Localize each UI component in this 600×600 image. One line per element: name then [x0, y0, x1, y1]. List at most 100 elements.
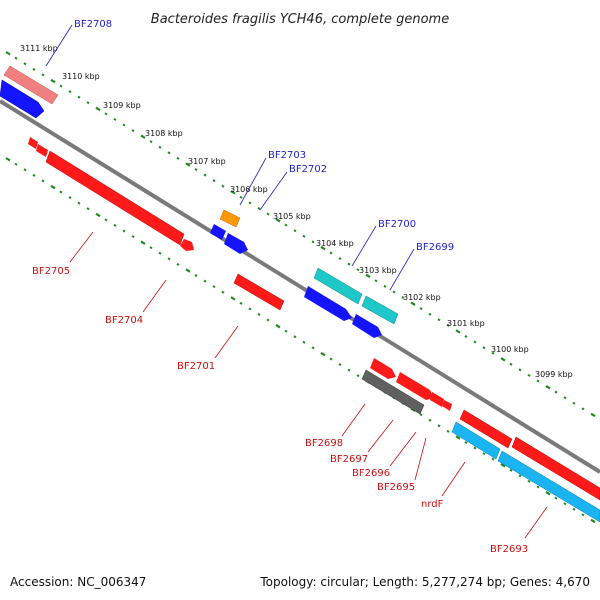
- tick-mark: [590, 412, 596, 418]
- tick-mark: [221, 184, 225, 188]
- gene-bf2700[interactable]: [313, 267, 363, 305]
- tick-mark: [446, 429, 450, 433]
- tick-mark: [131, 235, 135, 239]
- tick-mark: [338, 257, 342, 261]
- tick-mark: [374, 279, 378, 283]
- tick-mark: [536, 485, 540, 489]
- tick-mark: [68, 196, 72, 200]
- tick-mark: [275, 324, 281, 329]
- tick-mark: [113, 223, 117, 227]
- gene-feature-red[interactable]: [370, 358, 396, 379]
- label-bf2699[interactable]: BF2699: [416, 242, 454, 253]
- label-bf2693[interactable]: BF2693: [490, 544, 528, 555]
- gene-feature-blue[interactable]: [304, 286, 352, 321]
- tick-mark: [500, 357, 506, 362]
- gene-bf2693[interactable]: [497, 450, 600, 523]
- tick-mark: [446, 323, 450, 327]
- gene-feature-red[interactable]: [28, 137, 38, 149]
- gene-nrdf[interactable]: [451, 421, 501, 460]
- tick-mark: [248, 201, 252, 205]
- tick-mark: [293, 229, 297, 233]
- tick-mark: [320, 245, 326, 251]
- gene-feature-red[interactable]: [36, 144, 48, 157]
- tick-mark: [500, 463, 506, 468]
- tick-label: 3100 kbp: [491, 345, 529, 354]
- tick-mark: [41, 73, 45, 77]
- gene-feature-red[interactable]: [430, 392, 444, 407]
- tick-mark: [545, 490, 551, 496]
- tick-mark: [41, 179, 45, 183]
- tick-mark: [428, 418, 432, 422]
- tick-mark: [275, 218, 281, 223]
- tick-mark: [482, 452, 486, 456]
- tick-mark: [590, 518, 596, 524]
- tick-mark: [32, 67, 36, 71]
- tick-mark: [122, 229, 126, 233]
- tick-mark: [473, 446, 477, 450]
- gene-bf2705[interactable]: [45, 150, 185, 246]
- tick-mark: [14, 56, 18, 60]
- tick-mark: [329, 251, 333, 255]
- tick-mark: [509, 362, 513, 366]
- tick-mark: [302, 340, 306, 344]
- label-bf2708[interactable]: BF2708: [74, 19, 112, 30]
- tick-label: 3099 kbp: [535, 370, 573, 379]
- gene-bf2701[interactable]: [233, 273, 285, 311]
- gene-feature-blue[interactable]: [0, 79, 45, 119]
- tick-mark: [464, 334, 468, 338]
- tick-label: 3107 kbp: [188, 157, 226, 166]
- tick-mark: [284, 329, 288, 333]
- tick-mark: [194, 168, 198, 172]
- tick-mark: [527, 373, 531, 377]
- label-bf2701[interactable]: BF2701: [177, 361, 215, 372]
- label-bf2697[interactable]: BF2697: [330, 454, 368, 465]
- gene-bf2698[interactable]: [361, 369, 425, 415]
- tick-mark: [77, 201, 81, 205]
- gene-bf2703[interactable]: [219, 209, 241, 228]
- tick-mark: [329, 357, 333, 361]
- gene-feature-red[interactable]: [459, 409, 513, 449]
- tick-mark: [545, 384, 551, 390]
- label-bf2695[interactable]: BF2695: [377, 482, 415, 493]
- label-bf2705[interactable]: BF2705: [32, 266, 70, 277]
- tick-mark: [203, 279, 207, 283]
- gene-features: [0, 65, 600, 523]
- gene-feature-red[interactable]: [511, 436, 600, 501]
- tick-mark: [167, 257, 171, 261]
- tick-mark: [491, 351, 495, 355]
- tick-mark: [59, 84, 63, 88]
- label-nrdf[interactable]: nrdF: [421, 499, 444, 510]
- label-bf2696[interactable]: BF2696: [352, 468, 390, 479]
- gene-bf2708[interactable]: [3, 65, 59, 105]
- tick-mark: [140, 134, 146, 139]
- genome-summary: Topology: circular; Length: 5,277,274 bp…: [259, 575, 590, 589]
- gene-bf2702[interactable]: [224, 233, 248, 254]
- tick-mark: [14, 162, 18, 166]
- tick-label: 3104 kbp: [316, 239, 354, 248]
- leader-line: [351, 225, 377, 267]
- gene-feature-blue[interactable]: [352, 314, 382, 338]
- gene-feature-red[interactable]: [180, 239, 194, 251]
- tick-mark: [5, 51, 11, 56]
- label-bf2698[interactable]: BF2698: [305, 438, 343, 449]
- gene-labels-top: BF2708 BF2703 BF2702 BF2700 BF2699: [45, 19, 454, 291]
- gene-feature-red[interactable]: [442, 400, 452, 411]
- label-bf2700[interactable]: BF2700: [378, 219, 416, 230]
- label-bf2703[interactable]: BF2703: [268, 150, 306, 161]
- label-bf2704[interactable]: BF2704: [105, 315, 143, 326]
- gene-feature-red[interactable]: [396, 372, 434, 400]
- tick-mark: [419, 413, 423, 417]
- label-bf2702[interactable]: BF2702: [289, 164, 327, 175]
- gene-labels-bottom: BF2705 BF2704 BF2701 BF2698 BF2697 BF269…: [32, 231, 548, 555]
- tick-mark: [86, 101, 90, 105]
- tick-mark: [149, 140, 153, 144]
- gene-bf2699[interactable]: [361, 295, 399, 325]
- tick-mark: [284, 223, 288, 227]
- tick-mark: [464, 440, 468, 444]
- gene-feature-blue[interactable]: [210, 224, 226, 240]
- tick-mark: [410, 301, 416, 306]
- tick-mark: [554, 390, 558, 394]
- tick-mark: [95, 212, 101, 218]
- tick-mark: [365, 273, 371, 279]
